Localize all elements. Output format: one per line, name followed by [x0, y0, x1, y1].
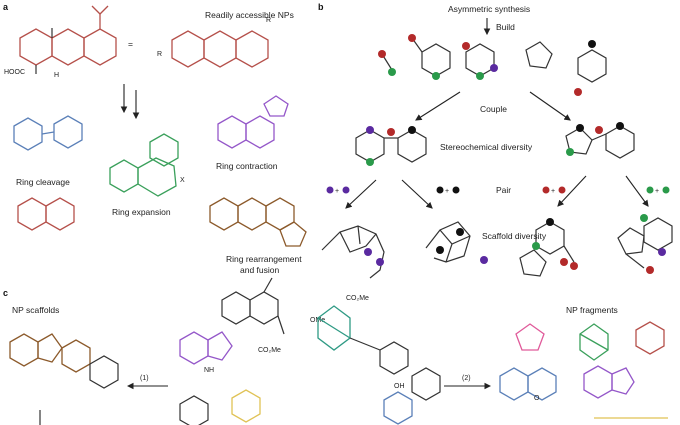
arrow-couple-right	[529, 91, 571, 121]
co2me-label-2: CO₂Me	[346, 295, 369, 302]
tropane-structure	[317, 305, 409, 375]
o-label: O	[534, 395, 540, 402]
r2-label: R	[266, 17, 271, 24]
x-label-expansion: X	[180, 177, 185, 184]
np-fragments-label: NP fragments	[566, 305, 618, 315]
svg-text:+: +	[335, 188, 339, 195]
scaffold-diversity-label: Scaffold diversity	[482, 231, 547, 241]
pyrimidine-structure	[179, 389, 261, 425]
ring-rearrangement-label: Ring rearrangement	[226, 254, 302, 264]
abietic-acid-structure	[19, 5, 117, 74]
equals-sign: =	[128, 39, 133, 49]
ring-cleavage-red-structure	[17, 197, 75, 231]
dihydropyran-fragment	[635, 321, 665, 355]
pair-label: Pair	[496, 185, 511, 195]
build-label: Build	[496, 22, 515, 32]
co2me-label-1: CO₂Me	[258, 347, 281, 354]
arrow-scaffold-3	[557, 175, 587, 207]
pair-row: + + + +	[326, 186, 670, 195]
ring-cleavage-label: Ring cleavage	[16, 177, 70, 187]
arrow-scaffold-4	[625, 175, 649, 207]
alkaloid-structure	[179, 277, 285, 365]
arrow-scaffold-1	[345, 179, 377, 209]
indole-scaffold-structure	[9, 333, 119, 389]
ring-cleavage-structure	[13, 115, 83, 151]
ring-expansion-structure	[109, 133, 179, 197]
building-blocks	[378, 34, 607, 96]
ring-contraction-structure	[217, 95, 289, 149]
h-label-abietic: H	[54, 72, 59, 79]
scaffold-product-2	[425, 221, 488, 264]
svg-text:+: +	[445, 188, 449, 195]
oxindole-fragment	[583, 365, 635, 399]
arrow-couple-left	[415, 91, 461, 121]
cannabinoid-structure	[383, 367, 441, 425]
chromane-fragment	[499, 367, 557, 401]
step2-label: (2)	[462, 375, 471, 382]
panel-label-b: b	[318, 2, 324, 12]
pyrrolidine-fragment	[515, 323, 545, 351]
generic-scaffold-structure	[171, 30, 269, 68]
asymmetric-synthesis-label: Asymmetric synthesis	[448, 4, 530, 14]
panel-label-c: c	[3, 288, 8, 298]
svg-text:+: +	[655, 188, 659, 195]
step1-label: (1)	[140, 375, 149, 382]
couple-label: Couple	[480, 104, 507, 114]
ring-rearrangement-structure	[209, 197, 307, 247]
ring-expansion-label: Ring expansion	[112, 207, 171, 217]
np-scaffolds-label: NP scaffolds	[12, 305, 59, 315]
coupled-intermediate-left	[355, 126, 427, 166]
nh-label: NH	[204, 367, 214, 374]
ring-contraction-label: Ring contraction	[216, 161, 278, 171]
r1-label: R	[157, 51, 162, 58]
arrow-scaffold-2	[401, 179, 433, 209]
tropane-fragment	[579, 323, 609, 361]
scaffold-product-3	[519, 218, 578, 277]
scaffold-product-1	[321, 225, 385, 279]
panel-label-a: a	[3, 2, 9, 12]
stereochemical-diversity-label: Stereochemical diversity	[440, 142, 533, 152]
ring-fusion-label: and fusion	[240, 265, 279, 275]
coupled-intermediate-right	[565, 122, 635, 159]
scaffold-product-4	[617, 214, 673, 274]
hooc-label: HOOC	[4, 69, 25, 76]
panel-a-title: Readily accessible NPs	[205, 10, 294, 20]
oh-label: OH	[394, 383, 405, 390]
svg-text:+: +	[551, 188, 555, 195]
